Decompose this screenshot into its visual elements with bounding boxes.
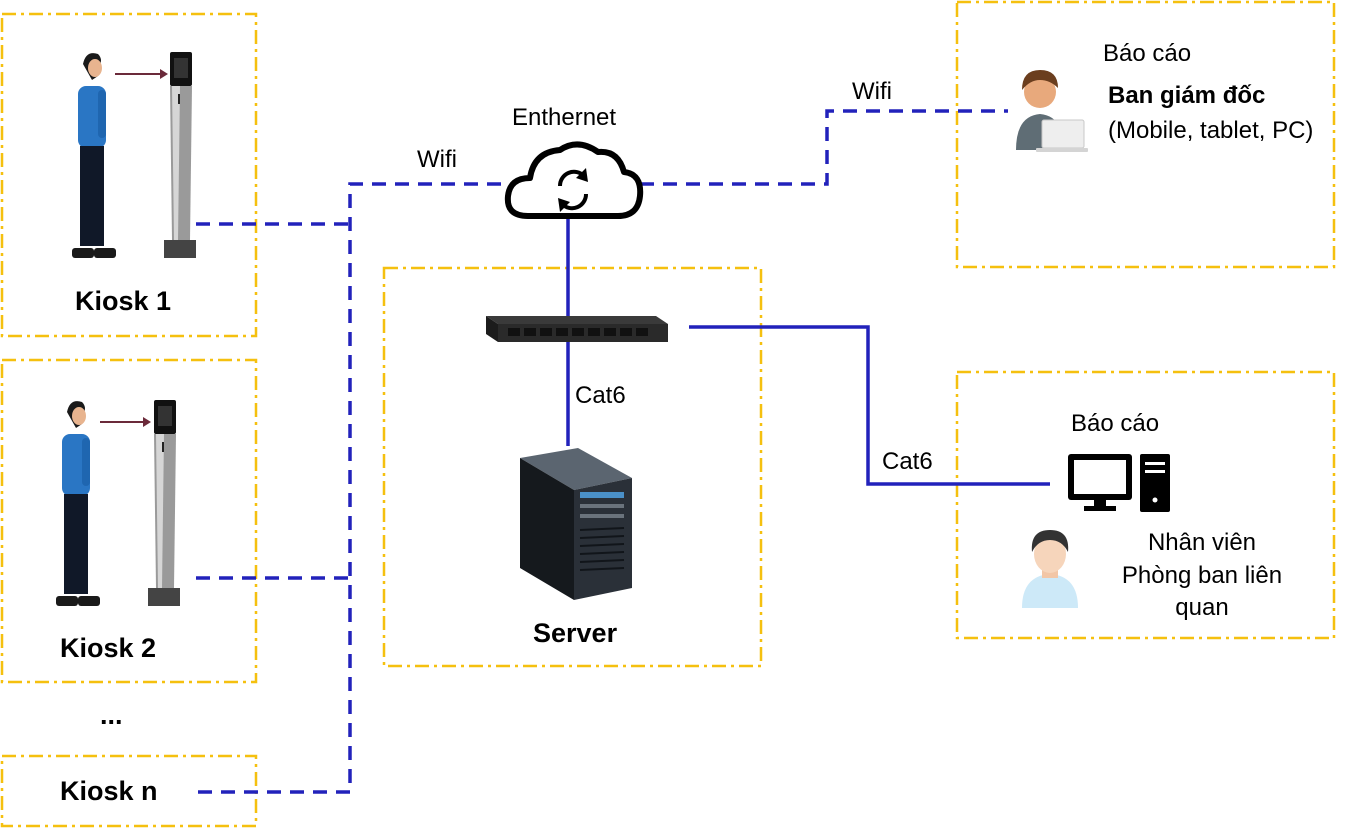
kiosk-1-arrow [115,69,168,79]
director-group [955,0,1336,269]
server-tower-icon [520,448,632,600]
kiosk-2-person-icon [56,401,100,606]
staff-line-1: Nhân viên [1147,529,1257,556]
kiosk-1-group [0,12,258,338]
wifi-label-left: Wifi [417,146,457,173]
staff-avatar-icon [1022,530,1078,608]
wifi-label-right: Wifi [852,78,892,105]
kiosk-n-label: Kiosk n [60,776,158,806]
server-label: Server [533,618,618,648]
server-group [382,266,763,668]
network-switch-icon [486,316,668,342]
wifi-link-kiosks [196,182,503,794]
director-report-label: Báo cáo [1103,40,1192,67]
cat6-label-server: Cat6 [575,382,626,409]
kiosk-2-label: Kiosk 2 [60,633,157,663]
director-devices: (Mobile, tablet, PC) [1108,117,1314,144]
cat6-cable-staff [689,325,1050,486]
kiosk-2-device-icon [148,400,180,606]
kiosk-2-arrow [100,417,151,427]
director-avatar-icon [1016,70,1088,152]
kiosk-1-device-icon [164,52,196,258]
cloud-label: Enthernet [512,104,617,131]
staff-line-3: quan [1175,594,1229,621]
desktop-pc-icon [1068,454,1170,512]
kiosk-1-person-icon [72,53,116,258]
cloud-icon [504,141,644,219]
kiosk-1-label: Kiosk 1 [75,286,172,316]
staff-group [955,370,1336,640]
staff-report-label: Báo cáo [1071,410,1160,437]
wifi-link-director [640,109,1008,186]
cat6-label-staff: Cat6 [882,448,933,475]
kiosk-ellipsis: ... [100,700,123,730]
kiosk-2-group [0,358,258,684]
director-title: Ban giám đốc [1108,82,1266,109]
staff-line-2: Phòng ban liên [1121,562,1283,589]
